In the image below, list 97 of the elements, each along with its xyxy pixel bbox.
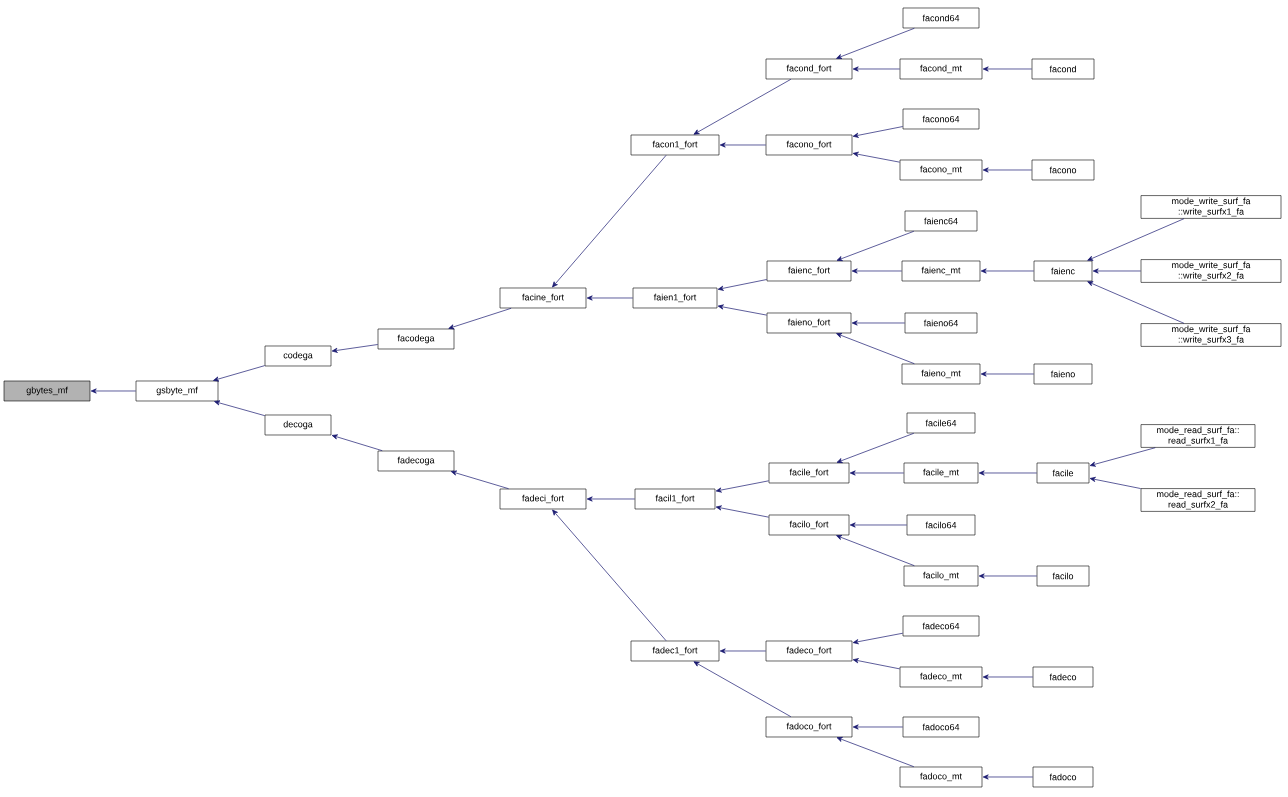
arrow [836, 535, 915, 567]
arrow [852, 658, 901, 670]
function-box: facile_mt [903, 462, 979, 484]
arrow [852, 632, 904, 645]
arrow [448, 307, 512, 330]
function-box: fadec1_fort [630, 640, 720, 662]
arrow [214, 400, 266, 416]
arrow [1089, 447, 1156, 467]
arrow [552, 154, 667, 288]
function-box: facond_fort [765, 58, 853, 80]
function-box: facile [1036, 462, 1090, 484]
arrow [836, 737, 915, 768]
function-box: fadecoga [377, 450, 455, 472]
function-box: facodega [377, 328, 455, 350]
function-box: fadeco_mt [899, 666, 983, 688]
function-box: facond [1031, 58, 1095, 80]
function-box: fadoco_mt [899, 766, 983, 788]
function-box: facile_fort [768, 462, 850, 484]
function-box: mode_write_surf_fa ::write_surfx1_fa [1140, 195, 1282, 219]
arrow [450, 470, 509, 490]
function-box: facono [1031, 159, 1095, 181]
arrow [213, 365, 266, 382]
function-box: faienc64 [904, 210, 978, 232]
function-box: facond_mt [899, 58, 983, 80]
arrow [980, 371, 1035, 377]
arrow [852, 151, 901, 163]
function-box: faieno [1033, 363, 1093, 385]
arrow [982, 774, 1034, 780]
arrow [586, 496, 636, 502]
arrow [849, 470, 905, 476]
arrow [851, 268, 903, 274]
arrow [978, 470, 1038, 476]
function-box: faienc [1033, 260, 1093, 282]
arrow [331, 344, 379, 353]
function-box: mode_write_surf_fa ::write_surfx2_fa [1140, 259, 1282, 283]
arrow [836, 333, 915, 365]
arrow [836, 27, 915, 59]
function-box: facono_fort [765, 134, 853, 156]
function-box: facine_fort [499, 287, 587, 309]
function-box: facono_mt [899, 159, 983, 181]
arrow [693, 78, 792, 135]
arrow [719, 142, 767, 148]
function-box: decoga [264, 414, 332, 436]
arrow [849, 522, 908, 528]
function-box: facon1_fort [630, 134, 720, 156]
function-box: faieno64 [904, 312, 978, 334]
arrow [982, 66, 1033, 72]
function-box: fadeco64 [902, 615, 980, 637]
function-box: facilo_fort [768, 514, 850, 536]
function-box: faieno_mt [901, 363, 981, 385]
arrow [852, 66, 901, 72]
function-box: facile64 [906, 412, 976, 434]
function-box: mode_read_surf_fa:: read_surfx2_fa [1140, 488, 1256, 512]
function-box: fadeci_fort [499, 488, 587, 510]
arrow [1087, 218, 1185, 261]
function-box: faieno_fort [766, 312, 852, 334]
arrow [836, 230, 915, 261]
arrow [715, 505, 770, 518]
function-box: fadoco64 [902, 716, 980, 738]
function-box: facilo_mt [903, 565, 979, 587]
arrow [717, 279, 768, 291]
function-box: faien1_fort [632, 287, 718, 309]
arrow [586, 295, 634, 301]
arrow [717, 304, 768, 316]
function-box: gbytes_mf [3, 380, 91, 402]
arrow [852, 126, 904, 138]
arrow [693, 661, 792, 718]
arrow [552, 509, 667, 642]
arrow [978, 573, 1038, 579]
function-box: facilo64 [906, 514, 976, 536]
arrow [982, 674, 1034, 680]
function-box: faienc_mt [901, 260, 981, 282]
arrow [1092, 268, 1142, 274]
arrow [1087, 281, 1185, 324]
function-box: facil1_fort [634, 488, 716, 510]
function-box: facond64 [902, 7, 980, 29]
function-box: fadeco_fort [765, 640, 853, 662]
function-box: mode_read_surf_fa:: read_surfx1_fa [1140, 424, 1256, 448]
arrow [1089, 476, 1142, 489]
arrow [836, 432, 915, 463]
arrow [719, 648, 767, 654]
arrow [851, 320, 906, 326]
arrow [982, 167, 1033, 173]
function-box: facilo [1036, 565, 1090, 587]
arrow [852, 724, 904, 730]
function-box: facono64 [902, 108, 980, 130]
function-box: fadoco [1032, 766, 1094, 788]
arrow [331, 434, 383, 452]
arrow [715, 480, 770, 493]
function-box: fadoco_fort [765, 716, 853, 738]
arrow [90, 388, 137, 394]
function-box: fadeco [1032, 666, 1094, 688]
function-box: codega [264, 345, 332, 367]
function-box: mode_write_surf_fa ::write_surfx3_fa [1140, 323, 1282, 347]
function-box: gsbyte_mf [135, 380, 219, 402]
arrow [980, 268, 1035, 274]
function-box: faienc_fort [766, 260, 852, 282]
